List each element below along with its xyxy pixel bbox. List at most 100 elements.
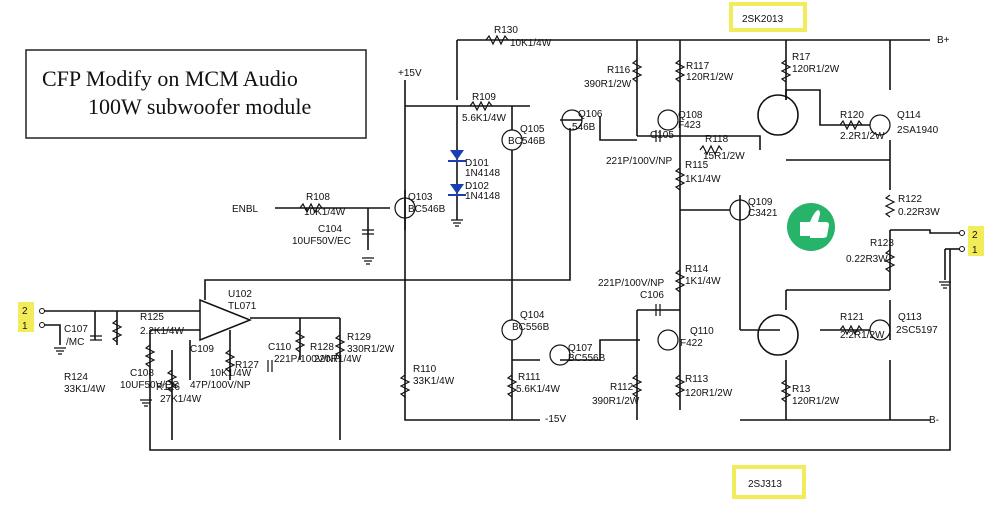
enbl-label: ENBL xyxy=(232,204,259,215)
r117-ref-label: R117 xyxy=(686,61,710,72)
c104-value-label: 10UF50V/EC xyxy=(292,236,351,247)
transistor-symbols xyxy=(394,94,891,366)
q107-ref-label: Q107 xyxy=(568,343,593,354)
rail-bplus-label: B+ xyxy=(937,35,950,46)
q108-ref-label: Q108 xyxy=(678,110,703,121)
r130-value-label: 10K1/4W xyxy=(510,38,552,49)
title-line-2: 100W subwoofer module xyxy=(88,94,311,119)
r127-value-label: 10K1/4W xyxy=(210,368,252,379)
r124-ref-label: R124 xyxy=(64,372,88,383)
output-pin-1-label: 1 xyxy=(972,245,978,256)
component-labels: R13010K1/4WR1095.6K1/4WR116390R1/2WR1171… xyxy=(64,25,940,407)
c106-ref-label: C106 xyxy=(640,290,664,301)
q103-ref-label: Q103 xyxy=(408,192,433,203)
r17-value-label: 120R1/2W xyxy=(792,64,840,75)
r122-ref-label: R122 xyxy=(898,194,922,205)
q107-value-label: BC556B xyxy=(568,353,606,364)
capacitor-symbols xyxy=(90,130,661,372)
r112-value-label: 390R1/2W xyxy=(592,396,640,407)
input-pin-1-label: 1 xyxy=(22,321,28,332)
output-pin-2-label: 2 xyxy=(972,230,978,241)
diode-d102 xyxy=(448,184,466,196)
input-pin-2-label: 2 xyxy=(22,306,28,317)
r125-ref-label: R125 xyxy=(140,312,164,323)
r127-ref-label: R127 xyxy=(235,360,259,371)
r17-ref-label: R17 xyxy=(792,52,811,63)
resistor-symbols xyxy=(111,34,896,403)
c108-value-label: 10UF50V/EC xyxy=(120,380,179,391)
r122-value-label: 0.22R3W xyxy=(898,207,940,218)
r123-value-label: 0.22R3W xyxy=(846,254,888,265)
q103-value-label: BC546B xyxy=(408,204,446,215)
q106-ref-label: Q106 xyxy=(578,109,603,120)
q114-ref-label: Q114 xyxy=(897,110,921,121)
rail-pos-label: +15V xyxy=(398,68,422,79)
q109-ref-label: Q109 xyxy=(748,197,773,208)
r128-value-label: 220R1/4W xyxy=(314,354,362,365)
r120-value-label: 2.2R1/2W xyxy=(840,131,885,142)
q105-value-label: BC546B xyxy=(508,136,546,147)
c106-value-label: 221P/100V/NP xyxy=(598,278,664,289)
opamp-u102 xyxy=(199,298,253,342)
highlight-2sj313: 2SJ313 xyxy=(732,465,806,499)
r126-ref-label: R126 xyxy=(156,382,180,393)
r110-ref-label: R110 xyxy=(413,364,437,375)
r111-value-label: 5.6K1/4W xyxy=(516,384,560,395)
r126-value-label: 27K1/4W xyxy=(160,394,202,405)
part-2sk2013: 2SK2013 xyxy=(742,14,784,25)
output-connector[interactable]: 2 1 xyxy=(959,226,985,256)
r112-ref-label: R112 xyxy=(610,382,634,393)
d102-value-label: 1N4148 xyxy=(465,191,500,202)
d102-ref-label: D102 xyxy=(465,181,489,192)
thumbs-up-icon xyxy=(787,203,835,251)
c110-ref-label: C110 xyxy=(268,342,292,353)
r116-value-label: 390R1/2W xyxy=(584,79,632,90)
r129-value-label: 330R1/2W xyxy=(347,344,395,355)
r118-ref-label: R118 xyxy=(705,134,729,145)
r118-value-label: 15R1/2W xyxy=(703,151,745,162)
diode-d101 xyxy=(448,150,466,162)
r121-ref-label: R121 xyxy=(840,312,864,323)
r113-ref-label: R113 xyxy=(685,374,709,385)
q109-value-label: C3421 xyxy=(748,208,778,219)
q110-ref-label: Q110 xyxy=(690,326,714,337)
q113-ref-label: Q113 xyxy=(898,312,922,323)
r13-ref-label: R13 xyxy=(792,384,811,395)
r109-value-label: 5.6K1/4W xyxy=(462,113,506,124)
d101-ref-label: D101 xyxy=(465,158,489,169)
q114-value-label: 2SA1940 xyxy=(897,125,939,136)
u102-value-label: TL071 xyxy=(228,301,257,312)
rail-bminus-label: B- xyxy=(929,415,939,426)
part-2sj313: 2SJ313 xyxy=(748,479,782,490)
r124-value-label: 33K1/4W xyxy=(64,384,106,395)
q110-value-label: F422 xyxy=(680,338,703,349)
ground-symbols xyxy=(54,219,951,407)
r116-ref-label: R116 xyxy=(607,65,631,76)
r130-ref-label: R130 xyxy=(494,25,518,36)
r121-value-label: 2.2R1/2W xyxy=(840,330,885,341)
c109-value-label: 47P/100V/NP xyxy=(190,380,251,391)
q105-ref-label: Q105 xyxy=(520,124,545,135)
r114-value-label: 1K1/4W xyxy=(685,276,721,287)
c107-ref-label: C107 xyxy=(64,324,88,335)
c108-ref-label: C108 xyxy=(130,368,154,379)
r111-ref-label: R111 xyxy=(518,372,541,383)
r129-ref-label: R129 xyxy=(347,332,371,343)
wiring xyxy=(44,39,960,451)
r120-ref-label: R120 xyxy=(840,110,864,121)
c110-value-label: 221P/100V/NP xyxy=(274,354,340,365)
title-line-1: CFP Modify on MCM Audio xyxy=(42,66,298,91)
highlight-2sk2013: 2SK2013 xyxy=(729,2,807,32)
q108-value-label: F423 xyxy=(678,120,701,131)
c104-ref-label: C104 xyxy=(318,224,342,235)
title-box: CFP Modify on MCM Audio 100W subwoofer m… xyxy=(25,49,367,139)
input-connector[interactable]: 2 1 xyxy=(18,302,45,332)
q106-value-label: 546B xyxy=(572,122,596,133)
rail-neg-label: -15V xyxy=(545,414,566,425)
r115-ref-label: R115 xyxy=(685,160,709,171)
r108-ref-label: R108 xyxy=(306,192,330,203)
q113-value-label: 2SC5197 xyxy=(896,325,938,336)
r125-value-label: 2.2K1/4W xyxy=(140,326,184,337)
